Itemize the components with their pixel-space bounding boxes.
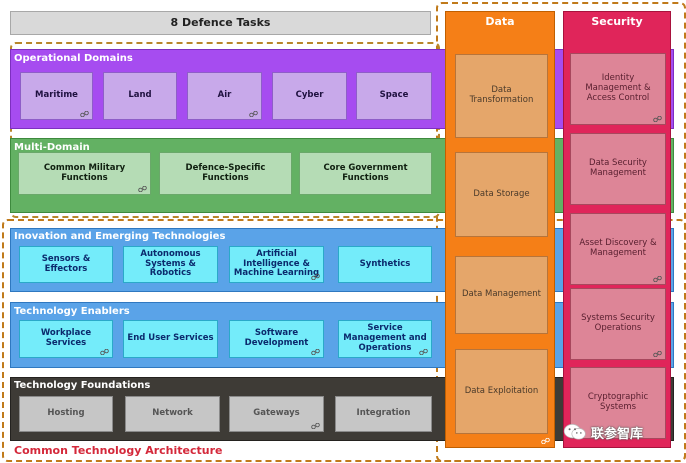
common-technology-architecture-label: Common Technology Architecture xyxy=(14,444,223,457)
link-icon xyxy=(541,438,550,444)
link-icon xyxy=(653,351,662,357)
domain-air[interactable]: Air xyxy=(187,72,262,120)
data-exploitation[interactable]: Data Exploitation xyxy=(455,349,548,434)
sensors-effectors[interactable]: Sensors & Effectors xyxy=(19,246,113,283)
link-icon xyxy=(249,111,258,117)
watermark-text: 联参智库 xyxy=(591,426,644,442)
link-icon xyxy=(100,349,109,355)
enablers-title: Technology Enablers xyxy=(14,306,130,317)
gateways[interactable]: Gateways xyxy=(229,396,324,432)
domain-maritime[interactable]: Maritime xyxy=(20,72,93,120)
domain-land[interactable]: Land xyxy=(103,72,177,120)
data-title: Data xyxy=(485,15,515,28)
link-icon xyxy=(653,116,662,122)
operational-domains-title: Operational Domains xyxy=(14,53,133,64)
service-management-operations[interactable]: Service Management and Operations xyxy=(338,320,432,358)
ai-machine-learning[interactable]: Artificial Intelligence & Machine Learni… xyxy=(229,246,324,283)
link-icon xyxy=(311,349,320,355)
link-icon xyxy=(138,186,147,192)
software-development[interactable]: Software Development xyxy=(229,320,324,358)
defence-tasks-header: 8 Defence Tasks xyxy=(10,11,431,35)
integration[interactable]: Integration xyxy=(335,396,432,432)
multi-domain-title: Multi-Domain xyxy=(14,142,90,153)
data-management[interactable]: Data Management xyxy=(455,256,548,334)
domain-cyber[interactable]: Cyber xyxy=(272,72,347,120)
identity-management-access-control[interactable]: Identity Management & Access Control xyxy=(570,53,666,125)
link-icon xyxy=(653,276,662,282)
workplace-services[interactable]: Workplace Services xyxy=(19,320,113,358)
cryptographic-systems[interactable]: Cryptographic Systems xyxy=(570,367,666,439)
defence-tasks-label: 8 Defence Tasks xyxy=(170,15,271,29)
link-icon xyxy=(80,111,89,117)
link-icon xyxy=(311,274,320,280)
systems-security-operations[interactable]: Systems Security Operations xyxy=(570,288,666,360)
link-icon xyxy=(419,349,428,355)
autonomous-systems-robotics[interactable]: Autonomous Systems & Robotics xyxy=(123,246,218,283)
data-transformation[interactable]: Data Transformation xyxy=(455,54,548,138)
synthetics[interactable]: Synthetics xyxy=(338,246,432,283)
business-area-frame xyxy=(10,42,440,218)
hosting[interactable]: Hosting xyxy=(19,396,113,432)
common-military-functions[interactable]: Common Military Functions xyxy=(18,152,151,195)
foundations-title: Technology Foundations xyxy=(14,380,151,391)
defence-specific-functions[interactable]: Defence-Specific Functions xyxy=(159,152,292,195)
core-government-functions[interactable]: Core Government Functions xyxy=(299,152,432,195)
wechat-icon xyxy=(563,423,586,440)
domain-space[interactable]: Space xyxy=(356,72,432,120)
data-storage[interactable]: Data Storage xyxy=(455,152,548,237)
watermark: 联参智库 xyxy=(563,420,681,444)
link-icon xyxy=(311,423,320,429)
security-title: Security xyxy=(591,15,643,28)
asset-discovery-management[interactable]: Asset Discovery & Management xyxy=(570,213,666,285)
end-user-services[interactable]: End User Services xyxy=(123,320,218,358)
data-security-management[interactable]: Data Security Management xyxy=(570,133,666,205)
network[interactable]: Network xyxy=(125,396,220,432)
innovation-title: Inovation and Emerging Technologies xyxy=(14,231,226,242)
